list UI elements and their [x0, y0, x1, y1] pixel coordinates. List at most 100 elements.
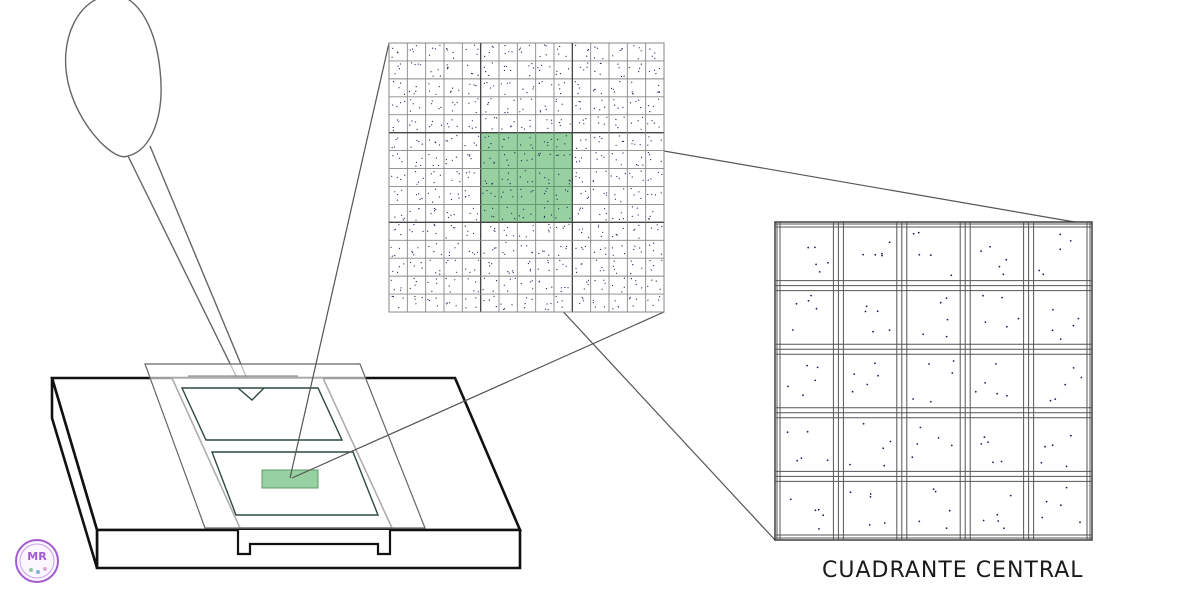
cell-dot	[404, 174, 406, 176]
cell-dot	[448, 285, 450, 287]
cell-dot	[632, 305, 634, 307]
cell-dot	[595, 152, 597, 154]
cell-dot	[468, 195, 470, 197]
cell-dot	[469, 212, 471, 214]
cell-dot	[1051, 329, 1054, 332]
cell-dot	[601, 266, 603, 269]
cell-dot	[501, 128, 503, 130]
cell-dot	[493, 247, 496, 249]
cell-dot	[648, 70, 651, 72]
cell-dot	[477, 259, 479, 261]
cell-dot	[456, 101, 458, 103]
cell-dot	[565, 55, 567, 58]
cell-dot	[807, 299, 810, 302]
cell-dot	[615, 159, 617, 161]
cell-dot	[490, 226, 492, 228]
cell-dot	[413, 265, 415, 267]
cell-dot	[918, 253, 921, 256]
cell-dot	[493, 162, 495, 164]
cell-dot	[631, 91, 633, 93]
cell-dot	[465, 268, 467, 270]
cell-dot	[632, 140, 634, 142]
cell-dot	[619, 49, 621, 52]
cell-dot	[409, 99, 412, 101]
cell-dot	[618, 135, 621, 137]
cell-dot	[559, 45, 561, 48]
cell-dot	[469, 271, 471, 273]
cell-dot	[493, 85, 495, 87]
cell-dot	[596, 158, 598, 160]
cell-dot	[583, 288, 585, 290]
cell-dot	[569, 123, 571, 125]
cell-dot	[541, 64, 543, 66]
cell-dot	[400, 178, 402, 181]
cell-dot	[1054, 398, 1057, 400]
cell-dot	[402, 219, 404, 221]
cell-dot	[606, 192, 608, 194]
cell-dot	[519, 111, 521, 113]
cell-dot	[435, 208, 437, 210]
cell-dot	[539, 111, 542, 113]
cell-dot	[647, 152, 650, 154]
cell-dot	[657, 91, 659, 93]
cell-dot	[467, 176, 469, 178]
cell-dot	[595, 259, 598, 261]
cell-dot	[548, 254, 550, 256]
cell-dot	[415, 281, 417, 283]
cell-dot	[558, 122, 561, 124]
hemocytometer-icon	[50, 363, 522, 570]
cell-dot	[814, 509, 817, 512]
cell-dot	[598, 224, 600, 226]
cell-dot	[593, 57, 596, 59]
cell-dot	[490, 143, 492, 145]
cell-dot	[637, 214, 639, 216]
cell-dot	[1072, 324, 1075, 327]
cell-dot	[495, 306, 497, 308]
cell-dot	[531, 63, 533, 65]
cell-dot	[651, 279, 653, 281]
cell-dot	[445, 303, 447, 305]
cell-dot	[392, 296, 394, 298]
cell-dot	[638, 191, 640, 193]
cell-dot	[619, 218, 621, 221]
cell-dot	[620, 75, 623, 78]
cell-dot	[550, 303, 552, 305]
cell-dot	[415, 45, 417, 47]
cell-dot	[539, 55, 541, 58]
cell-dot	[787, 385, 789, 388]
cell-dot	[418, 193, 420, 195]
cell-dot	[1059, 248, 1062, 251]
cell-dot	[660, 253, 663, 255]
cell-dot	[537, 67, 539, 69]
cell-dot	[412, 51, 414, 53]
cell-dot	[428, 154, 430, 156]
cell-dot	[599, 136, 601, 138]
cell-dot	[587, 196, 590, 198]
cell-dot	[576, 147, 578, 149]
cell-dot	[546, 187, 548, 190]
cell-dot	[490, 87, 492, 89]
cell-dot	[467, 230, 469, 232]
cell-dot	[559, 125, 561, 127]
cell-dot	[427, 230, 429, 232]
cell-dot	[399, 63, 401, 65]
cell-dot	[435, 232, 437, 235]
cell-dot	[492, 290, 494, 292]
cell-dot	[987, 441, 989, 443]
cell-dot	[415, 121, 417, 123]
cell-dot	[578, 122, 581, 124]
cell-dot	[640, 50, 642, 52]
cell-dot	[394, 216, 396, 218]
cell-dot	[1069, 240, 1072, 242]
cell-dot	[945, 527, 948, 530]
cell-dot	[542, 250, 544, 252]
cell-dot	[544, 207, 546, 209]
cell-dot	[475, 126, 477, 128]
cell-dot	[524, 153, 526, 155]
cell-dot	[568, 223, 570, 225]
cell-dot	[400, 82, 402, 84]
cell-dot	[485, 118, 487, 120]
cell-dot	[586, 66, 588, 68]
cell-dot	[530, 191, 532, 193]
cell-dot	[392, 129, 394, 132]
